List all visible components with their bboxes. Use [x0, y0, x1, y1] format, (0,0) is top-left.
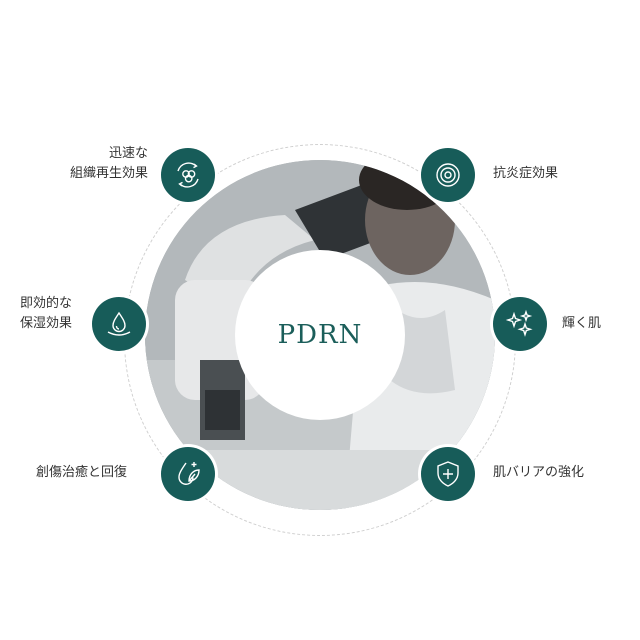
anti-inflammatory-badge: [421, 148, 475, 202]
wound-healing-label: 創傷治癒と回復: [36, 465, 128, 480]
concentric-circles-icon: [436, 163, 460, 187]
center-circle: PDRN: [235, 250, 405, 420]
moisturizing-badge: [92, 297, 146, 351]
tissue-regeneration-line1: 迅速な: [108, 146, 148, 161]
tissue-regeneration-badge: [161, 148, 215, 202]
sparkles-icon: [505, 309, 533, 337]
barrier-label: 肌バリアの強化: [493, 465, 585, 480]
water-drop-icon: [107, 311, 131, 336]
anti-inflammatory-label: 抗炎症効果: [493, 166, 559, 181]
radiance-badge: [493, 297, 547, 351]
barrier-badge: [421, 447, 475, 501]
tissue-regeneration-label: 迅速な 組織再生効果: [46, 144, 148, 184]
tissue-regeneration-line2: 組織再生効果: [69, 166, 148, 181]
moisturizing-line1: 即効的な: [20, 296, 73, 311]
radiance-label: 輝く肌: [562, 316, 602, 331]
cells-cycle-icon: [177, 162, 199, 188]
moisturizing-label: 即効的な 保湿効果: [20, 294, 72, 334]
wound-healing-badge: [161, 447, 215, 501]
moisturizing-line2: 保湿効果: [20, 316, 73, 331]
center-title: PDRN: [277, 320, 363, 350]
shield-plus-icon: [437, 461, 459, 487]
leaf-drop-icon: [178, 462, 200, 485]
